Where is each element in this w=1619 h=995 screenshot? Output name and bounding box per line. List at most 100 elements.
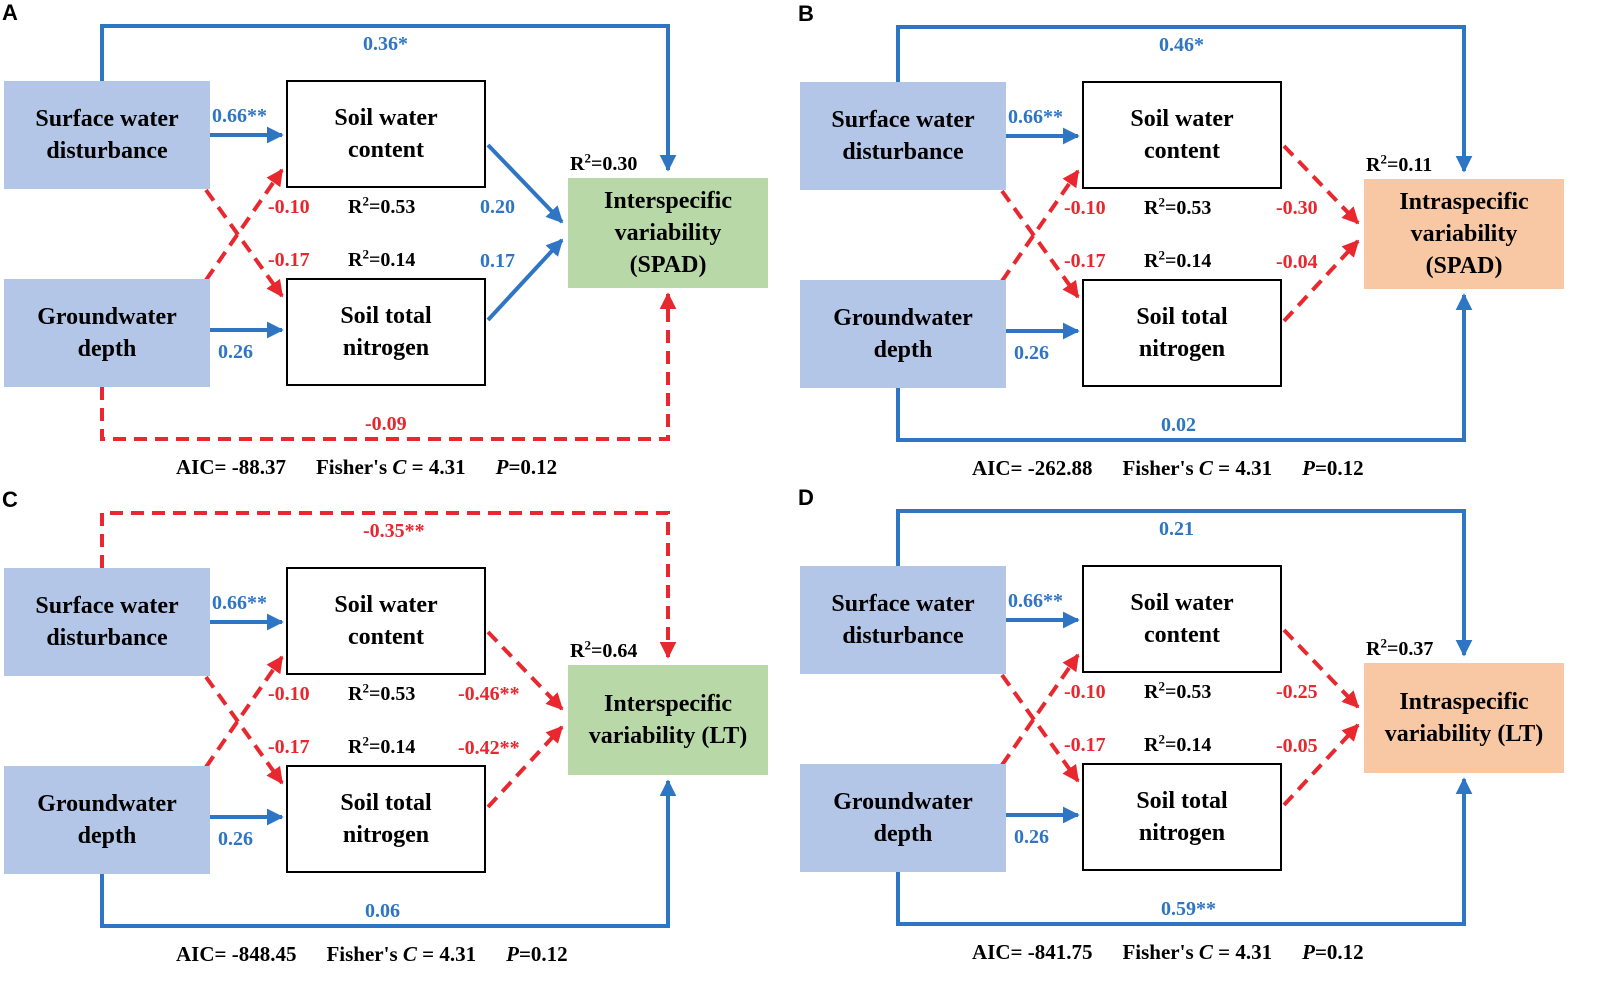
coef-stn-to-target: -0.04 bbox=[1276, 251, 1318, 273]
node-surface-water-disturbance: Surface water disturbance bbox=[800, 566, 1006, 674]
p-value: P=0.12 bbox=[495, 455, 558, 479]
node-groundwater-depth: Groundwater depth bbox=[800, 280, 1006, 388]
arrow-stn-to-target bbox=[1282, 723, 1360, 807]
coef-ground-to-swc: -0.10 bbox=[268, 196, 310, 218]
coef-surface-to-stn: -0.17 bbox=[268, 736, 310, 758]
arrow-ground-to-swc bbox=[1000, 169, 1080, 283]
fisher-c: Fisher's C = 4.31 bbox=[315, 455, 466, 479]
coef-surface-to-swc: 0.66** bbox=[212, 105, 267, 127]
arrow-swc-to-target bbox=[486, 143, 564, 224]
coef-ground-to-target: 0.02 bbox=[1161, 414, 1196, 436]
arrow-surface-to-target bbox=[896, 509, 1473, 657]
node-soil-water-content: Soil water content bbox=[1082, 565, 1282, 673]
coef-stn-to-target: 0.17 bbox=[480, 250, 515, 272]
r2-soil-water-content: R2=0.53 bbox=[348, 193, 416, 218]
arrow-surface-to-stn bbox=[204, 675, 284, 785]
r2-soil-water-content: R2=0.53 bbox=[1144, 194, 1212, 219]
coef-ground-to-swc: -0.10 bbox=[1064, 197, 1106, 219]
panel-letter: D bbox=[798, 485, 814, 510]
coef-stn-to-target: -0.42** bbox=[458, 737, 520, 759]
node-surface-water-disturbance: Surface water disturbance bbox=[4, 568, 210, 676]
node-soil-water-content: Soil water content bbox=[1082, 81, 1282, 189]
r2-target: R2=0.37 bbox=[1366, 635, 1434, 660]
node-groundwater-depth: Groundwater depth bbox=[4, 766, 210, 874]
coef-ground-to-stn: 0.26 bbox=[218, 341, 253, 363]
arrow-ground-to-target bbox=[896, 293, 1473, 442]
node-target-variability: Intraspecific variability (SPAD) bbox=[1364, 179, 1564, 289]
coef-ground-to-stn: 0.26 bbox=[1014, 342, 1049, 364]
path-arrows bbox=[896, 25, 1473, 442]
node-target-variability: Interspecific variability (SPAD) bbox=[568, 178, 768, 288]
r2-target: R2=0.11 bbox=[1366, 151, 1433, 176]
sem-panel-b: B Surface water disturbance Groundwater … bbox=[796, 1, 1596, 499]
node-soil-water-content: Soil water content bbox=[286, 567, 486, 675]
arrow-ground-to-swc bbox=[1000, 653, 1080, 767]
node-groundwater-depth: Groundwater depth bbox=[800, 764, 1006, 872]
r2-soil-total-nitrogen: R2=0.14 bbox=[348, 733, 416, 758]
arrow-surface-to-target bbox=[100, 24, 677, 172]
r2-soil-water-content: R2=0.53 bbox=[1144, 678, 1212, 703]
coef-ground-to-swc: -0.10 bbox=[1064, 681, 1106, 703]
sem-panel-d: D Surface water disturbance Groundwater … bbox=[796, 485, 1596, 983]
path-arrows bbox=[100, 511, 677, 928]
coef-swc-to-target: -0.46** bbox=[458, 683, 520, 705]
node-soil-total-nitrogen: Soil total nitrogen bbox=[286, 765, 486, 873]
node-groundwater-depth: Groundwater depth bbox=[4, 279, 210, 387]
fisher-c: Fisher's C = 4.31 bbox=[326, 942, 477, 966]
p-value: P=0.12 bbox=[1302, 456, 1364, 480]
r2-soil-total-nitrogen: R2=0.14 bbox=[1144, 247, 1212, 272]
p-value: P=0.12 bbox=[506, 942, 568, 966]
arrow-surface-to-target bbox=[100, 511, 677, 659]
coef-ground-to-swc: -0.10 bbox=[268, 683, 310, 705]
coef-swc-to-target: 0.20 bbox=[480, 196, 515, 218]
coef-surface-to-swc: 0.66** bbox=[1008, 590, 1063, 612]
panel-letter: A bbox=[2, 0, 18, 25]
arrow-ground-to-swc bbox=[204, 655, 284, 769]
coef-surface-to-stn: -0.17 bbox=[268, 249, 310, 271]
coef-ground-to-stn: 0.26 bbox=[218, 828, 253, 850]
r2-target: R2=0.30 bbox=[570, 150, 638, 175]
coef-surface-to-target: 0.21 bbox=[1159, 518, 1194, 540]
arrow-surface-to-stn bbox=[1000, 673, 1080, 783]
arrow-stn-to-target bbox=[486, 238, 564, 322]
node-soil-total-nitrogen: Soil total nitrogen bbox=[286, 278, 486, 386]
node-surface-water-disturbance: Surface water disturbance bbox=[800, 82, 1006, 190]
arrow-ground-to-target bbox=[896, 777, 1473, 926]
node-surface-water-disturbance: Surface water disturbance bbox=[4, 81, 210, 189]
path-arrows bbox=[896, 509, 1473, 926]
coef-surface-to-target: 0.46* bbox=[1159, 34, 1204, 56]
coef-surface-to-target: -0.35** bbox=[363, 520, 425, 542]
coef-stn-to-target: -0.05 bbox=[1276, 735, 1318, 757]
aic-value: AIC= -88.37 bbox=[176, 455, 286, 479]
node-soil-total-nitrogen: Soil total nitrogen bbox=[1082, 763, 1282, 871]
coef-surface-to-target: 0.36* bbox=[363, 33, 408, 55]
coef-ground-to-target: 0.59** bbox=[1161, 898, 1216, 920]
panel-letter: C bbox=[2, 487, 18, 512]
node-target-variability: Interspecific variability (LT) bbox=[568, 665, 768, 775]
sem-panel-a: A Surface water disturbance Groundwater … bbox=[0, 0, 800, 498]
sem-panel-c: C Surface water disturbance Groundwater … bbox=[0, 487, 800, 985]
arrow-swc-to-target bbox=[1282, 628, 1360, 709]
arrow-stn-to-target bbox=[486, 725, 564, 809]
p-value: P=0.12 bbox=[1302, 940, 1364, 964]
coef-ground-to-stn: 0.26 bbox=[1014, 826, 1049, 848]
node-soil-total-nitrogen: Soil total nitrogen bbox=[1082, 279, 1282, 387]
node-target-variability: Intraspecific variability (LT) bbox=[1364, 663, 1564, 773]
r2-target: R2=0.64 bbox=[570, 637, 638, 662]
r2-soil-water-content: R2=0.53 bbox=[348, 680, 416, 705]
arrow-surface-to-stn bbox=[204, 188, 284, 298]
arrow-ground-to-swc bbox=[204, 168, 284, 282]
coef-ground-to-target: -0.09 bbox=[365, 413, 407, 435]
coef-ground-to-target: 0.06 bbox=[365, 900, 400, 922]
aic-value: AIC= -262.88 bbox=[972, 456, 1093, 480]
arrow-surface-to-stn bbox=[1000, 189, 1080, 299]
arrow-swc-to-target bbox=[1282, 144, 1360, 225]
coef-surface-to-swc: 0.66** bbox=[1008, 106, 1063, 128]
coef-surface-to-stn: -0.17 bbox=[1064, 250, 1106, 272]
aic-value: AIC= -841.75 bbox=[972, 940, 1093, 964]
r2-soil-total-nitrogen: R2=0.14 bbox=[348, 246, 416, 271]
arrow-swc-to-target bbox=[486, 630, 564, 711]
